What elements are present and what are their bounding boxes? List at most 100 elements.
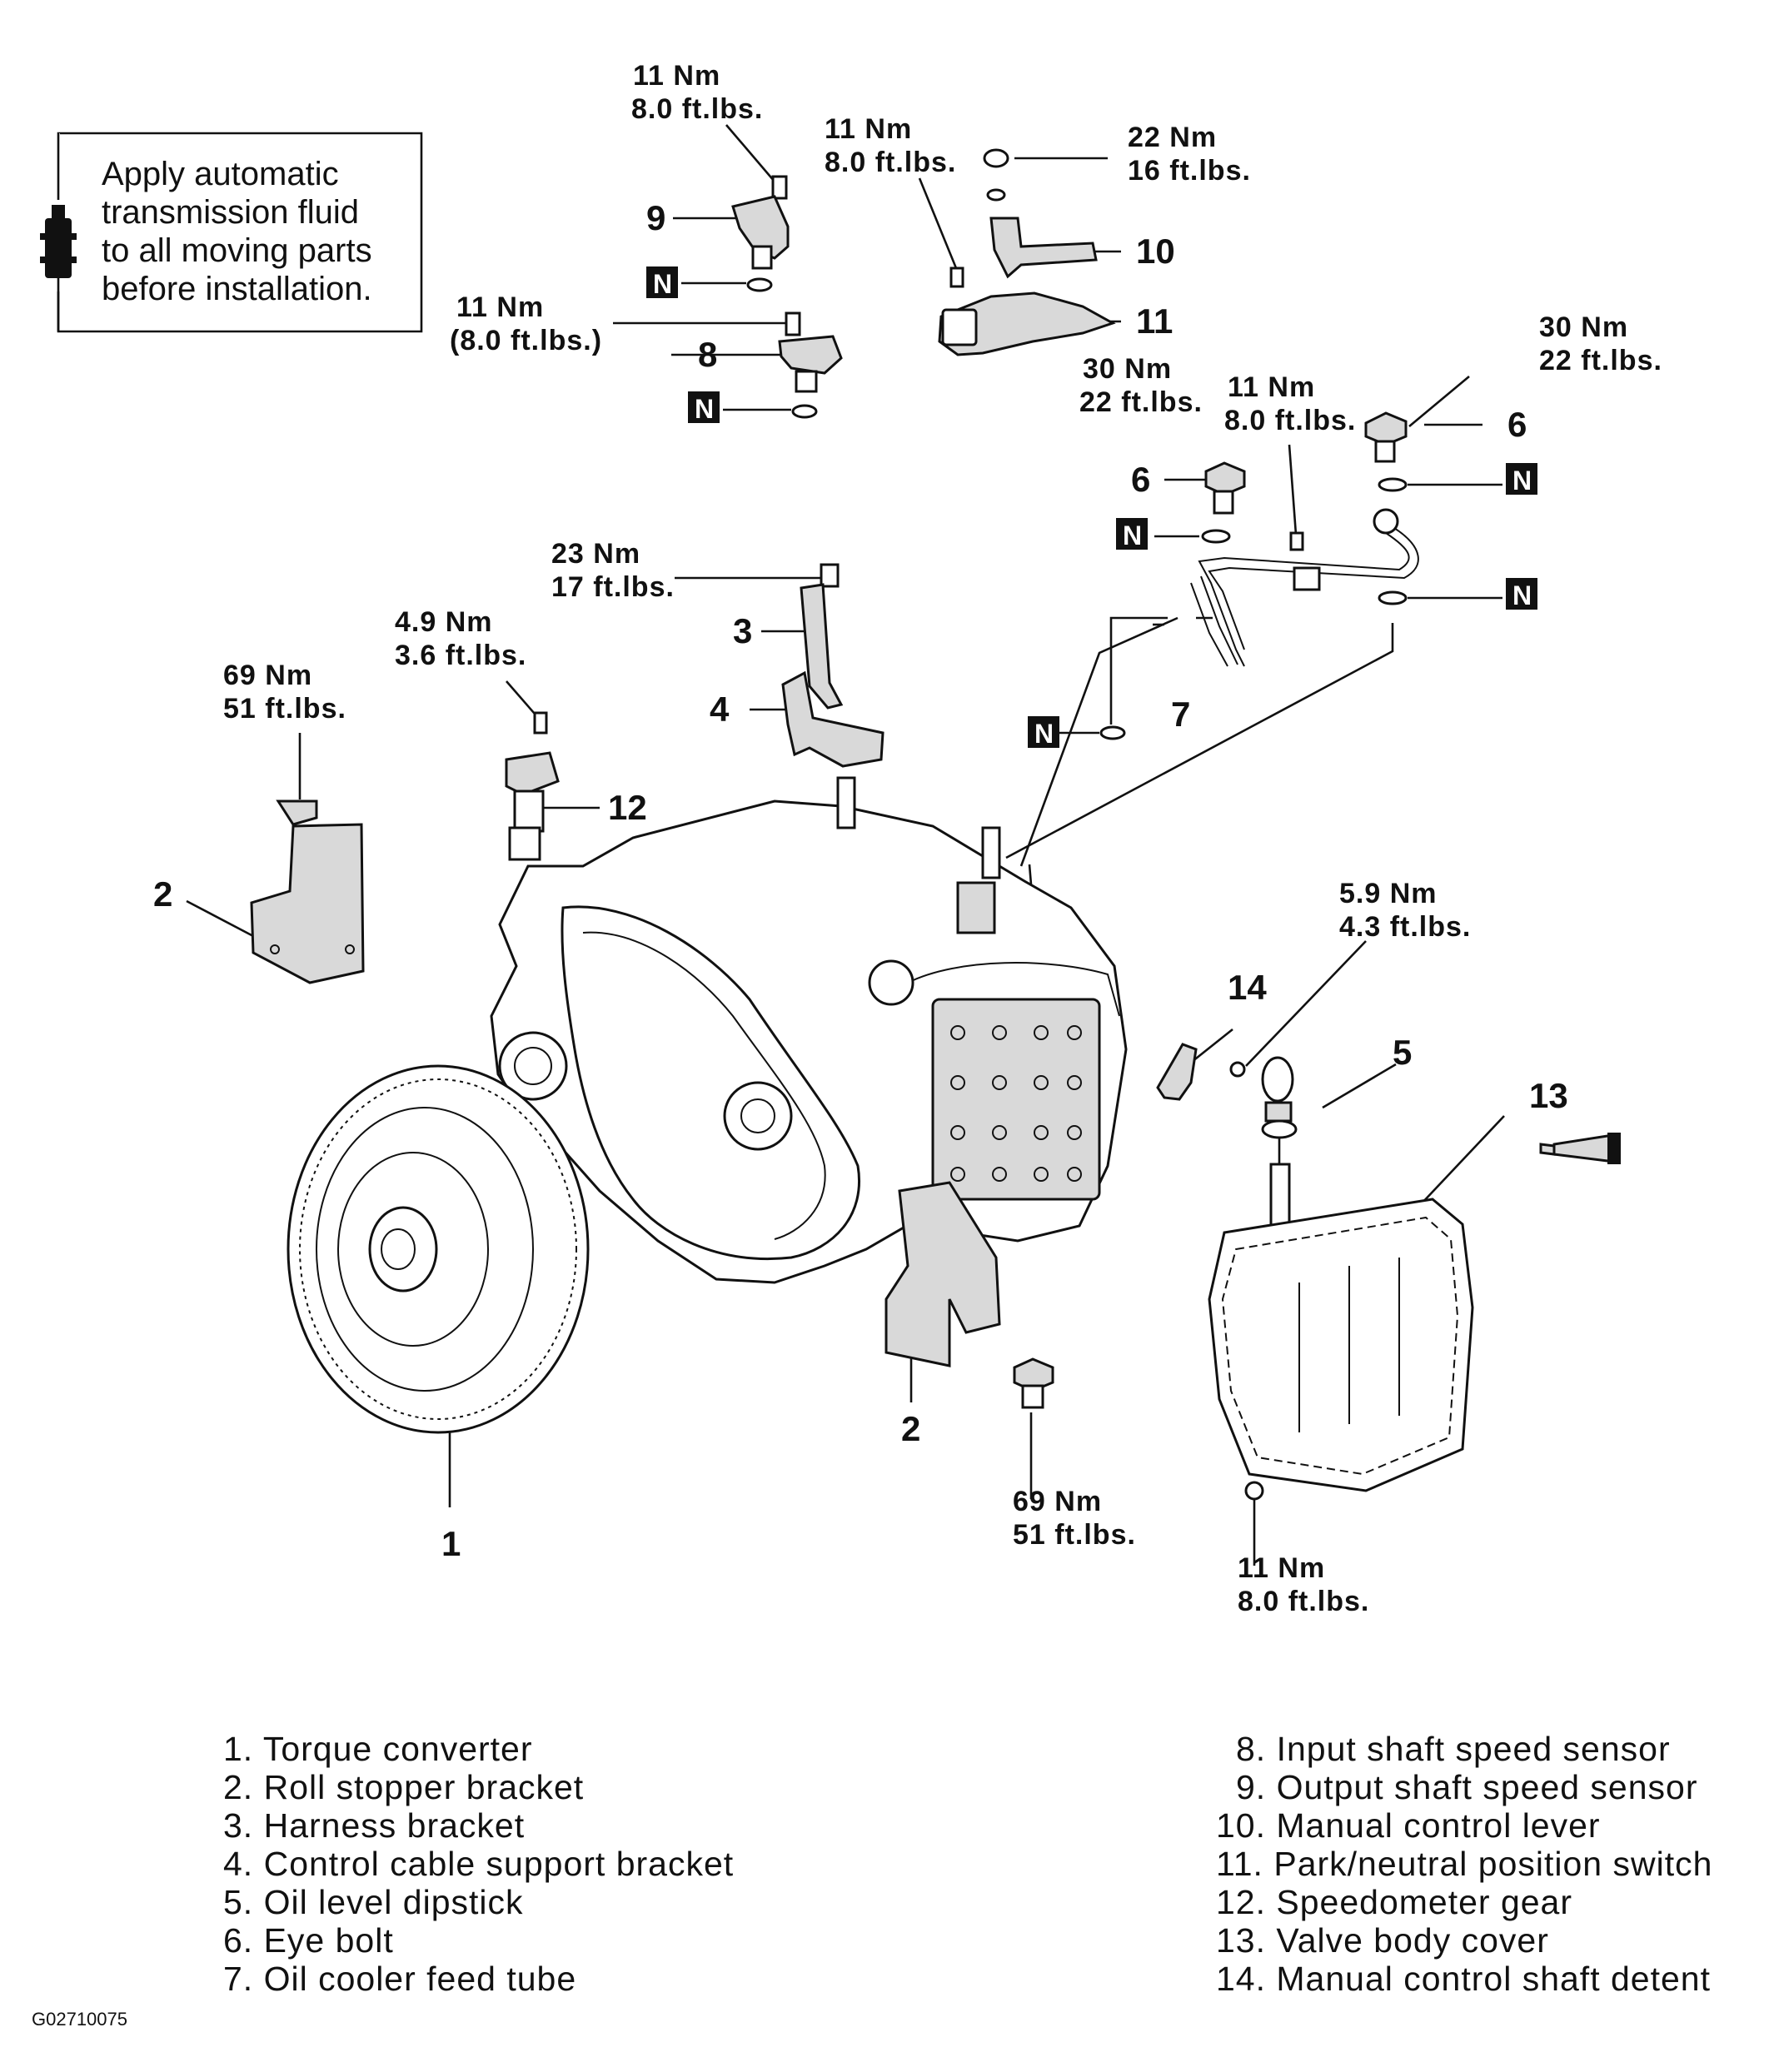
callout-3: 3 bbox=[733, 611, 752, 650]
roll-stopper-bracket-top-drawing bbox=[250, 799, 365, 984]
torque-labels: 11 Nm 8.0 ft.lbs. 11 Nm 8.0 ft.lbs. 22 N… bbox=[223, 60, 1662, 1617]
torque-10-ftlbs: 8.0 ft.lbs. bbox=[825, 147, 956, 178]
speedometer-gear-drawing bbox=[505, 711, 560, 861]
legend-item-10: 10. Manual control lever bbox=[1216, 1806, 1601, 1845]
legend-item-1: 1. Torque converter bbox=[223, 1730, 533, 1768]
input-shaft-speed-sensor-drawing bbox=[778, 311, 843, 419]
callout-12: 12 bbox=[608, 788, 647, 827]
callout-2-top: 2 bbox=[153, 874, 172, 914]
torque-9-nm: 11 Nm bbox=[633, 60, 720, 92]
new-part-marker-6-right: N bbox=[1506, 463, 1537, 496]
new-part-marker-6-left: N bbox=[1116, 518, 1148, 550]
callout-14: 14 bbox=[1228, 968, 1267, 1007]
callout-6-left: 6 bbox=[1131, 460, 1150, 499]
legend-item-4: 4. Control cable support bracket bbox=[223, 1845, 734, 1883]
callout-1: 1 bbox=[441, 1524, 461, 1563]
torque-9-ftlbs: 8.0 ft.lbs. bbox=[631, 93, 763, 125]
svg-text:N: N bbox=[1034, 719, 1054, 749]
svg-text:N: N bbox=[1123, 520, 1142, 550]
note-line-4: before installation. bbox=[102, 271, 372, 307]
torque-11-nm: 22 Nm bbox=[1128, 122, 1217, 153]
callout-8: 8 bbox=[698, 335, 717, 374]
torque-8-nm: 11 Nm bbox=[456, 291, 544, 323]
note-line-3: to all moving parts bbox=[102, 232, 372, 269]
valve-body-bolts bbox=[950, 1025, 1082, 1182]
legend-item-12: 12. Speedometer gear bbox=[1216, 1883, 1572, 1921]
torque-2-bottom-nm: 69 Nm bbox=[1013, 1486, 1102, 1517]
svg-text:N: N bbox=[1512, 466, 1532, 496]
torque-3-ftlbs: 17 ft.lbs. bbox=[551, 571, 675, 603]
eye-bolt-left-drawing bbox=[1204, 461, 1246, 515]
legend-item-8: 8. Input shaft speed sensor bbox=[1236, 1730, 1671, 1768]
callout-11: 11 bbox=[1136, 301, 1173, 341]
manual-control-lever-drawing bbox=[949, 148, 1098, 288]
manual-control-shaft-detent-drawing bbox=[1156, 1043, 1246, 1101]
legend-item-2: 2. Roll stopper bracket bbox=[223, 1768, 584, 1806]
callout-13: 13 bbox=[1529, 1076, 1568, 1115]
control-cable-support-bracket-drawing bbox=[781, 670, 884, 768]
torque-14-ftlbs: 4.3 ft.lbs. bbox=[1339, 911, 1471, 943]
callout-6-right: 6 bbox=[1507, 405, 1527, 444]
note-line-1: Apply automatic bbox=[102, 156, 339, 192]
torque-11-ftlbs: 16 ft.lbs. bbox=[1128, 155, 1251, 187]
svg-text:N: N bbox=[695, 394, 714, 424]
oil-cooler-feed-tube-drawing bbox=[1190, 508, 1419, 667]
torque-13-nm: 11 Nm bbox=[1238, 1552, 1325, 1584]
transaxle-assembly-drawing bbox=[490, 776, 1128, 1367]
callout-2-bottom: 2 bbox=[901, 1409, 920, 1448]
legend-item-13: 13. Valve body cover bbox=[1216, 1921, 1549, 1960]
torque-6-right-nm: 30 Nm bbox=[1539, 311, 1628, 343]
legend-left: 1. Torque converter 2. Roll stopper brac… bbox=[223, 1730, 734, 1998]
torque-2-top-nm: 69 Nm bbox=[223, 660, 312, 691]
legend-item-5: 5. Oil level dipstick bbox=[223, 1883, 524, 1921]
torque-6-right-ftlbs: 22 ft.lbs. bbox=[1539, 345, 1662, 376]
legend-right: 8. Input shaft speed sensor 9. Output sh… bbox=[1216, 1730, 1712, 1998]
new-part-marker-8: N bbox=[688, 391, 720, 424]
torque-7-nm: 11 Nm bbox=[1228, 371, 1315, 403]
roll-stopper-bolt-drawing bbox=[1013, 1357, 1054, 1409]
callout-9: 9 bbox=[646, 198, 665, 237]
torque-14-nm: 5.9 Nm bbox=[1339, 878, 1438, 909]
legend-item-6: 6. Eye bolt bbox=[223, 1921, 394, 1960]
torque-2-top-ftlbs: 51 ft.lbs. bbox=[223, 693, 346, 725]
oil-bottle-icon bbox=[40, 205, 77, 278]
callout-4: 4 bbox=[710, 690, 730, 729]
valve-body-cover-drawing bbox=[1208, 1198, 1474, 1501]
note-line-2: transmission fluid bbox=[102, 194, 359, 231]
torque-6-left-ftlbs: 22 ft.lbs. bbox=[1079, 386, 1203, 418]
figure-code: G02710075 bbox=[32, 2009, 127, 2030]
harness-bracket-drawing bbox=[800, 563, 844, 710]
torque-6-left-nm: 30 Nm bbox=[1083, 353, 1172, 385]
new-part-marker-9: N bbox=[646, 266, 678, 299]
atf-note-box: Apply automatic transmission fluid to al… bbox=[40, 132, 423, 333]
eye-bolt-right-drawing bbox=[1364, 411, 1408, 463]
callout-5: 5 bbox=[1393, 1033, 1412, 1072]
new-part-marker-7-right: N bbox=[1506, 578, 1537, 610]
legend-item-11: 11. Park/neutral position switch bbox=[1216, 1845, 1712, 1883]
torque-13-ftlbs: 8.0 ft.lbs. bbox=[1238, 1586, 1369, 1617]
svg-text:N: N bbox=[653, 269, 672, 299]
torque-8-ftlbs: (8.0 ft.lbs.) bbox=[450, 325, 602, 356]
callout-10: 10 bbox=[1136, 232, 1175, 271]
small-parts: N N N bbox=[250, 148, 1537, 984]
park-neutral-switch-drawing bbox=[938, 291, 1116, 356]
torque-7-ftlbs: 8.0 ft.lbs. bbox=[1224, 405, 1356, 436]
leader-lines bbox=[186, 124, 1505, 1566]
torque-12-nm: 4.9 Nm bbox=[395, 606, 493, 638]
torque-converter-drawing bbox=[287, 1064, 590, 1434]
output-shaft-speed-sensor-drawing bbox=[731, 175, 790, 292]
legend-item-9: 9. Output shaft speed sensor bbox=[1236, 1768, 1698, 1806]
svg-text:N: N bbox=[1512, 580, 1532, 610]
new-part-marker-7-left: N bbox=[1028, 716, 1059, 749]
torque-2-bottom-ftlbs: 51 ft.lbs. bbox=[1013, 1519, 1136, 1551]
torque-12-ftlbs: 3.6 ft.lbs. bbox=[395, 640, 526, 671]
sealant-tube-icon bbox=[1539, 1133, 1621, 1164]
torque-10-nm: 11 Nm bbox=[825, 113, 912, 145]
callout-7: 7 bbox=[1171, 695, 1190, 734]
torque-3-nm: 23 Nm bbox=[551, 538, 640, 570]
callout-numbers: 1 2 2 3 4 5 6 6 7 8 9 10 11 12 13 14 bbox=[153, 198, 1568, 1563]
legend-item-14: 14. Manual control shaft detent bbox=[1216, 1960, 1711, 1998]
legend-item-7: 7. Oil cooler feed tube bbox=[223, 1960, 576, 1998]
legend-item-3: 3. Harness bracket bbox=[223, 1806, 525, 1845]
